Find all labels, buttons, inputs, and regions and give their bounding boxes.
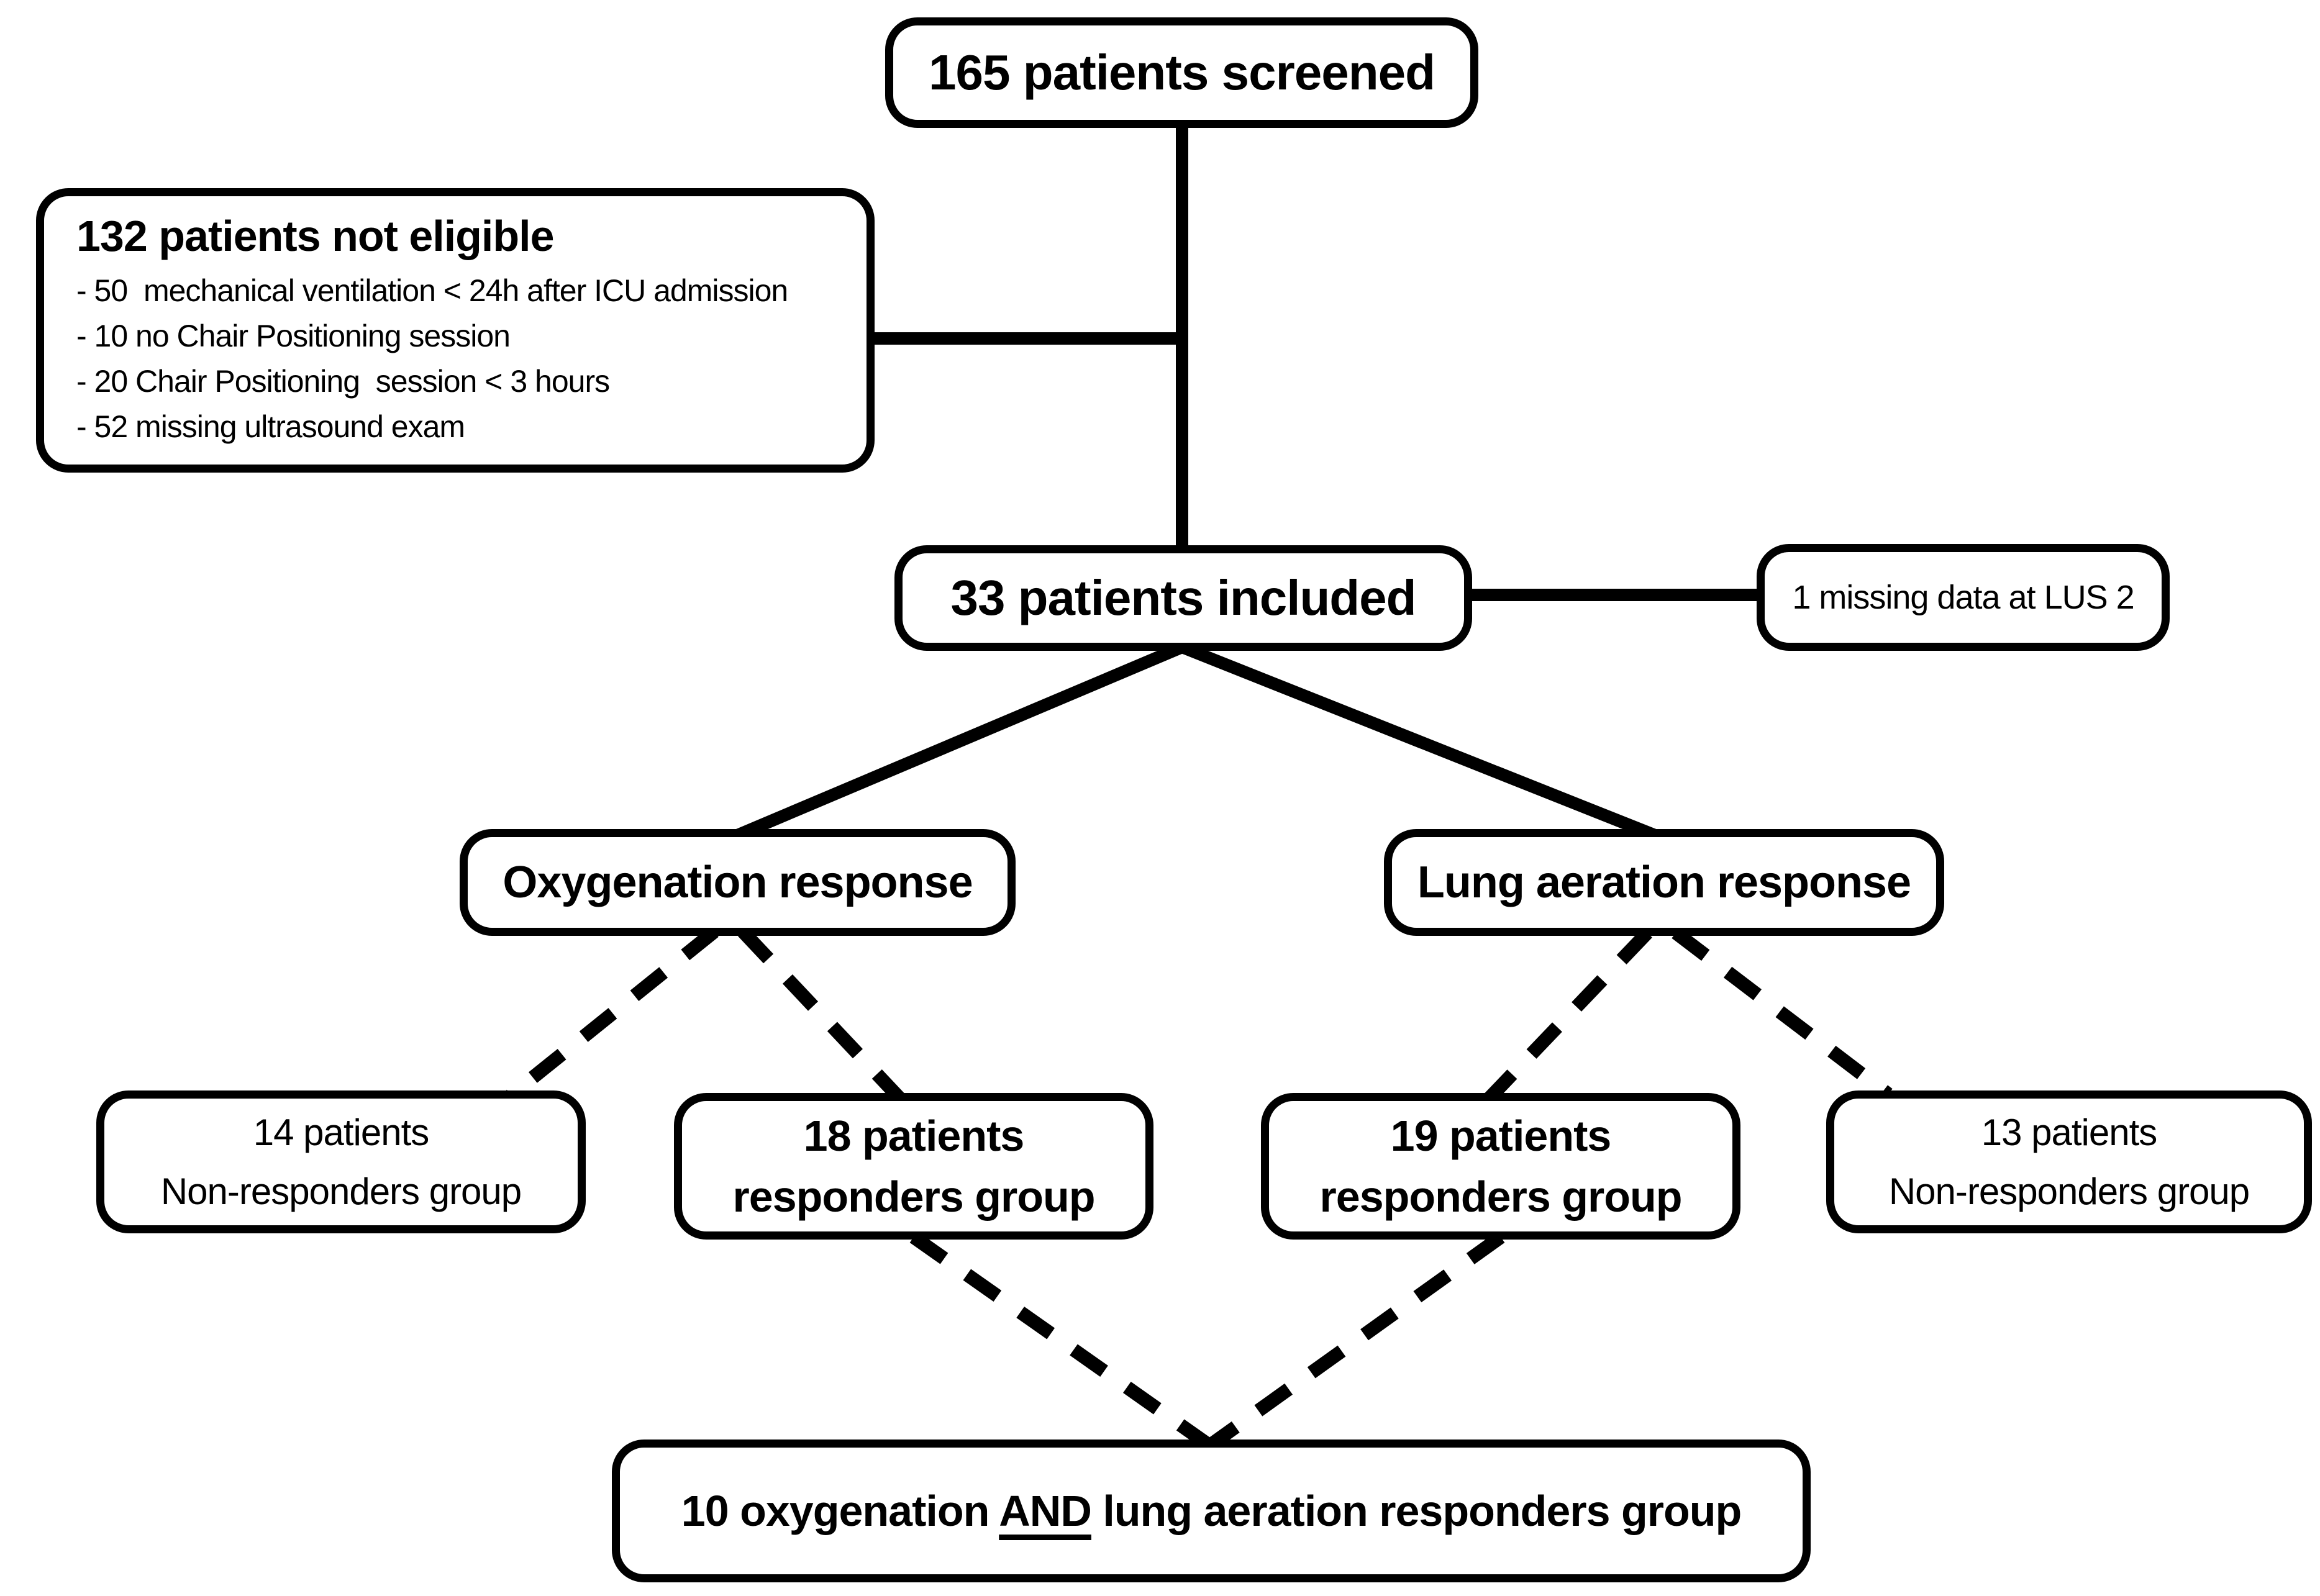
lung-responders-count: 19 patients	[1390, 1112, 1612, 1160]
node-patients-screened: 165 patients screened	[885, 17, 1478, 128]
not-eligible-item-4: - 52 missing ultrasound exam	[76, 409, 465, 444]
oxygenation-response-label: Oxygenation response	[503, 857, 973, 907]
node-patients-not-eligible: 132 patients not eligible - 50 mechanica…	[36, 188, 875, 473]
not-eligible-item-2: - 10 no Chair Positioning session	[76, 319, 511, 353]
node-lung-nonresponders: 13 patients Non-responders group	[1826, 1090, 2312, 1233]
missing-data-label: 1 missing data at LUS 2	[1792, 578, 2134, 616]
connector-included-to-lungaeration	[1180, 641, 1662, 843]
node-patients-included: 33 patients included	[894, 545, 1472, 651]
oxy-nonresponders-count: 14 patients	[253, 1112, 430, 1153]
connector-lung-to-responders	[1485, 928, 1652, 1103]
combined-prefix: 10 oxygenation	[681, 1486, 999, 1535]
node-oxygenation-response: Oxygenation response	[460, 829, 1016, 936]
combined-and-word: AND	[999, 1486, 1092, 1535]
lung-nonresponders-count: 13 patients	[1981, 1112, 2158, 1153]
patients-screened-label: 165 patients screened	[929, 45, 1435, 100]
combined-suffix: lung aeration responders group	[1091, 1486, 1742, 1535]
not-eligible-item-1: - 50 mechanical ventilation < 24h after …	[76, 273, 788, 308]
not-eligible-title: 132 patients not eligible	[76, 212, 555, 260]
lung-nonresponders-group: Non-responders group	[1888, 1171, 2250, 1212]
node-oxy-nonresponders: 14 patients Non-responders group	[96, 1090, 586, 1233]
node-missing-data-lus2: 1 missing data at LUS 2	[1757, 544, 2170, 651]
lung-aeration-response-label: Lung aeration response	[1417, 857, 1911, 907]
connector-oxy-to-responders	[737, 927, 905, 1103]
not-eligible-item-3: - 20 Chair Positioning session < 3 hours	[76, 364, 610, 399]
connector-lungresponders-to-combined	[1207, 1231, 1505, 1450]
oxy-responders-group: responders group	[732, 1172, 1096, 1221]
combined-responders-label: 10 oxygenation AND lung aeration respond…	[681, 1486, 1742, 1536]
oxy-nonresponders-group: Non-responders group	[160, 1171, 522, 1212]
connector-lung-to-nonresponders	[1672, 927, 1893, 1100]
connector-included-to-oxygenation	[730, 641, 1185, 843]
oxy-responders-count: 18 patients	[803, 1112, 1025, 1160]
connector-oxy-to-nonresponders	[506, 926, 719, 1101]
lung-responders-group: responders group	[1319, 1172, 1683, 1221]
node-oxy-responders: 18 patients responders group	[674, 1093, 1153, 1240]
patients-included-label: 33 patients included	[950, 570, 1416, 625]
node-lung-responders: 19 patients responders group	[1261, 1093, 1740, 1240]
node-combined-responders: 10 oxygenation AND lung aeration respond…	[612, 1440, 1811, 1582]
connector-oxyresponders-to-combined	[909, 1231, 1212, 1450]
node-lung-aeration-response: Lung aeration response	[1384, 829, 1944, 936]
